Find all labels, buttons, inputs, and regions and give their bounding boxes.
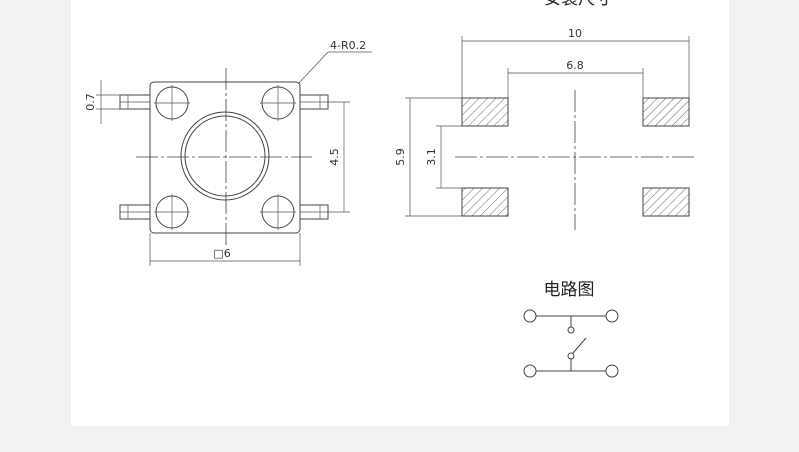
corner-boss-bottom-right [260,194,296,230]
corner-boss-bottom-left [154,194,190,230]
pin-right-top [299,94,329,110]
mounting-size-title: 安装尺寸 [544,0,612,9]
dim-footprint-inner-label: 6.8 [566,59,584,72]
pad-bottom-left [461,187,509,217]
dim-pin-pitch: 4.5 [328,101,350,213]
corner-boss-top-right [260,85,296,121]
pcb-footprint: 10 6.8 5.9 3.1 [394,27,695,230]
pin-right-bottom [299,204,329,220]
dim-corner-radius: 4-R0.2 [297,39,372,85]
dim-body-size: □6 [149,233,301,266]
dim-footprint-inner: 6.8 [507,59,644,98]
dim-footprint-gap: 3.1 [425,125,462,189]
switch-contact-top [567,326,575,334]
dim-pin-width-label: 0.7 [84,93,97,111]
switch-body [149,81,301,234]
dim-footprint-width-label: 10 [568,27,582,40]
switch-top-view: 4-R0.2 0.7 4.5 □6 [84,39,372,266]
terminal-bottom-right [605,364,619,378]
switch-contact-bottom [567,352,575,360]
plunger-outer [180,111,270,201]
plunger-inner [184,115,266,197]
dim-footprint-width: 10 [461,27,690,98]
drawing-sheet [71,0,729,426]
circuit-title: 电路图 [544,280,595,300]
pad-top-right [642,97,690,127]
terminal-top-right [605,309,619,323]
terminal-top-left [523,309,537,323]
circuit-diagram [523,309,619,378]
dim-footprint-gap-label: 3.1 [425,148,438,166]
dim-corner-radius-label: 4-R0.2 [330,39,366,52]
corner-boss-top-left [154,85,190,121]
dim-footprint-height: 5.9 [394,97,462,217]
dim-pin-width: 0.7 [84,80,120,124]
dim-footprint-height-label: 5.9 [394,148,407,166]
pad-top-left [461,97,509,127]
pin-left-bottom [119,204,151,220]
switch-lever [572,337,587,354]
pad-bottom-right [642,187,690,217]
pin-left-top [119,94,151,110]
terminal-bottom-left [523,364,537,378]
dim-body-size-label: □6 [213,247,230,260]
dim-pin-pitch-label: 4.5 [328,148,341,166]
